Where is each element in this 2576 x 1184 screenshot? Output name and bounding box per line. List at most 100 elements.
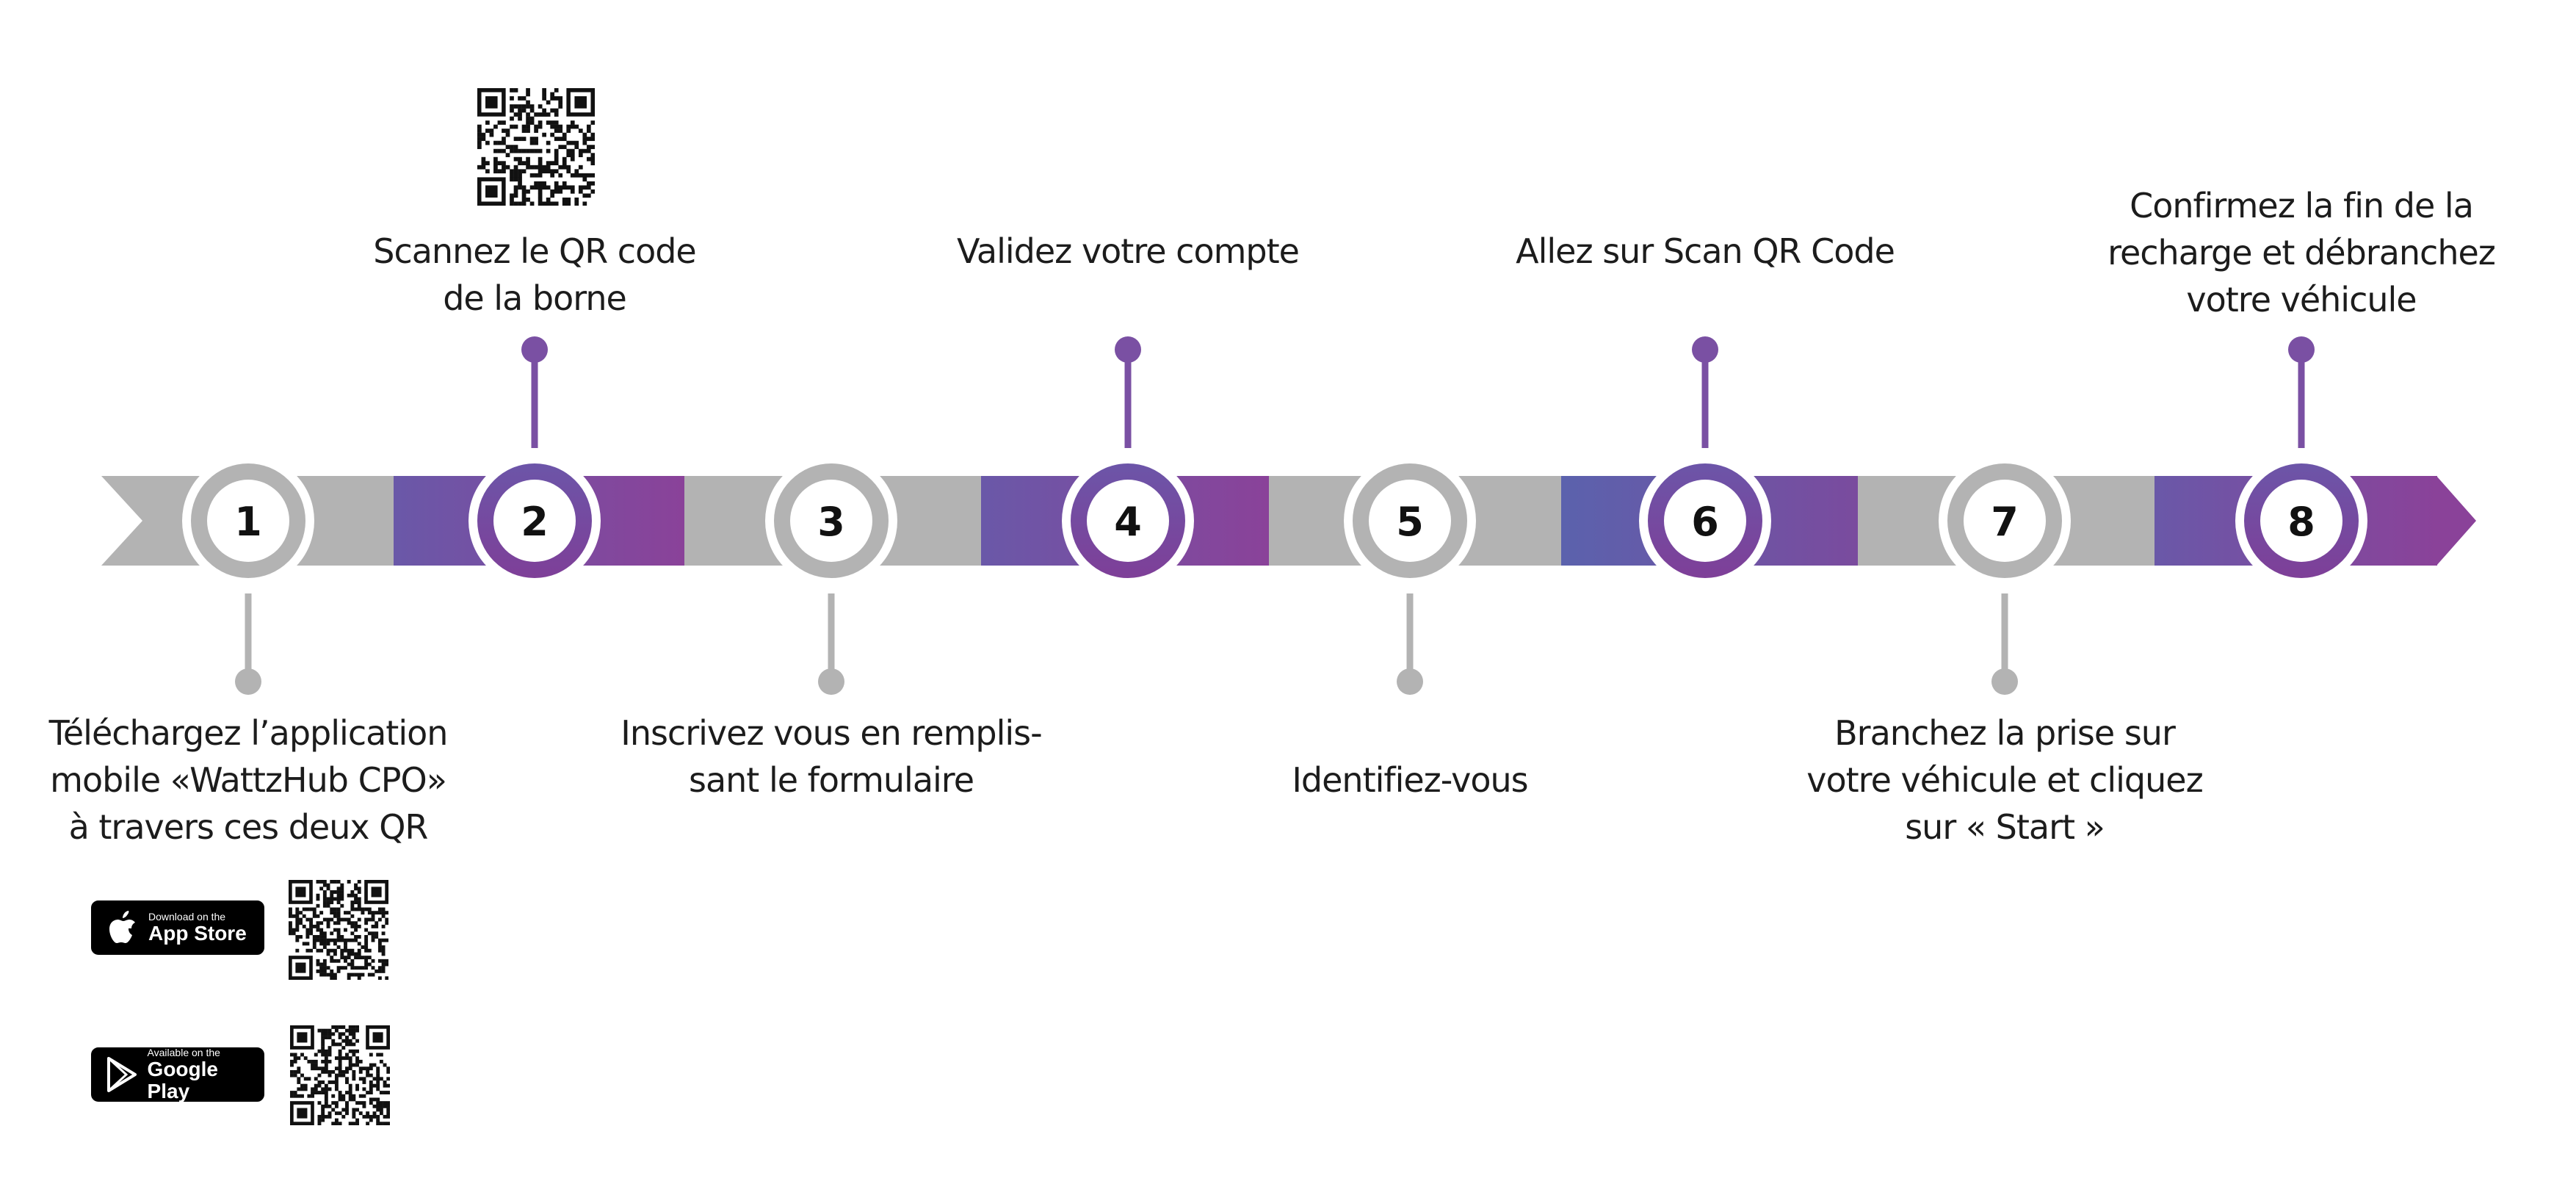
qr-module (333, 921, 337, 925)
qr-module (317, 1073, 322, 1077)
qr-module (369, 1087, 373, 1091)
qr-module (312, 942, 316, 946)
qr-module (526, 189, 530, 194)
qr-module (341, 1025, 346, 1029)
qr-module (334, 1025, 339, 1029)
node-inner (1369, 480, 1451, 562)
qr-module (330, 893, 334, 898)
qr-module (322, 931, 327, 936)
qr-module (367, 931, 372, 936)
qr-module (328, 1111, 332, 1116)
qr-module (383, 1091, 387, 1094)
qr-module (321, 1039, 325, 1043)
step-number: 8 (2287, 499, 2315, 545)
qr-module (352, 1025, 356, 1029)
qr-module (493, 161, 498, 166)
qr-module (513, 104, 518, 109)
qr-module (534, 173, 538, 178)
qr-module (538, 201, 543, 206)
qr-module (521, 193, 527, 198)
qr-module (586, 193, 591, 198)
qr-module (297, 1069, 301, 1074)
qr-module (338, 1025, 342, 1029)
qr-module (352, 1069, 356, 1074)
google-play-button[interactable]: Available on the Google Play (91, 1047, 264, 1102)
qr-module (566, 148, 571, 154)
qr-module (316, 938, 320, 942)
node-inner (207, 480, 289, 562)
qr-module (352, 1053, 356, 1057)
qr-module (521, 148, 527, 154)
qr-module (529, 185, 535, 190)
google-play-small-text: Available on the (147, 1047, 220, 1058)
qr-module (292, 931, 296, 936)
qr-module (371, 917, 375, 922)
qr-module (314, 1077, 318, 1081)
qr-module (326, 966, 330, 970)
qr-module (485, 169, 490, 174)
qr-module (518, 116, 522, 121)
qr-module (328, 1073, 332, 1077)
qr-module (321, 1053, 325, 1057)
qr-module (574, 201, 579, 206)
qr-module (336, 921, 341, 925)
qr-module (364, 962, 369, 967)
qr-module (324, 1101, 328, 1105)
qr-module (513, 165, 518, 170)
qr-module (338, 1122, 342, 1125)
qr-module (358, 1077, 363, 1081)
google-play-big-text: Google Play (147, 1058, 218, 1102)
qr-module (334, 1073, 339, 1077)
apple-icon (103, 908, 142, 947)
qr-module (336, 900, 341, 905)
qr-module (381, 907, 386, 912)
qr-module (367, 948, 372, 953)
qr-module (379, 1053, 383, 1057)
qr-module (307, 1059, 311, 1064)
qr-module (502, 148, 506, 154)
qr-module (369, 1066, 373, 1071)
qr-module (534, 181, 538, 186)
qr-module (570, 124, 575, 129)
qr-module (344, 966, 347, 970)
qr-module (319, 935, 324, 939)
qr-module (510, 148, 514, 154)
qr-module (550, 161, 555, 166)
qr-finder-core (297, 1108, 308, 1119)
qr-module (534, 112, 538, 117)
qr-module (330, 931, 334, 936)
qr-module (546, 120, 551, 125)
qr-module (513, 169, 518, 174)
qr-module (505, 132, 510, 137)
qr-module (316, 948, 320, 953)
qr-module (321, 1108, 325, 1112)
node-inner (1964, 480, 2046, 562)
qr-module (345, 1080, 349, 1084)
qr-module (386, 1077, 390, 1081)
qr-module (502, 161, 506, 166)
qr-module (322, 966, 327, 970)
qr-module (558, 189, 563, 194)
qr-module (554, 189, 559, 194)
qr-module (347, 880, 351, 884)
qr-module (550, 120, 555, 125)
qr-module (502, 129, 506, 133)
qr-module (377, 966, 382, 970)
qr-module (518, 156, 522, 162)
qr-module (317, 1118, 322, 1122)
qr-module (358, 1059, 363, 1064)
qr-module (364, 917, 369, 922)
qr-module (293, 1094, 297, 1098)
qr-module (521, 137, 527, 141)
qr-module (542, 112, 546, 117)
app-store-button[interactable]: Download on the App Store (91, 900, 264, 955)
qr-module (340, 917, 344, 922)
qr-module (526, 92, 530, 97)
qr-module (489, 129, 494, 133)
qr-module (350, 903, 355, 908)
qr-module (369, 1118, 373, 1122)
qr-module (341, 1056, 346, 1061)
qr-module (295, 911, 300, 915)
qr-module (338, 1063, 342, 1067)
